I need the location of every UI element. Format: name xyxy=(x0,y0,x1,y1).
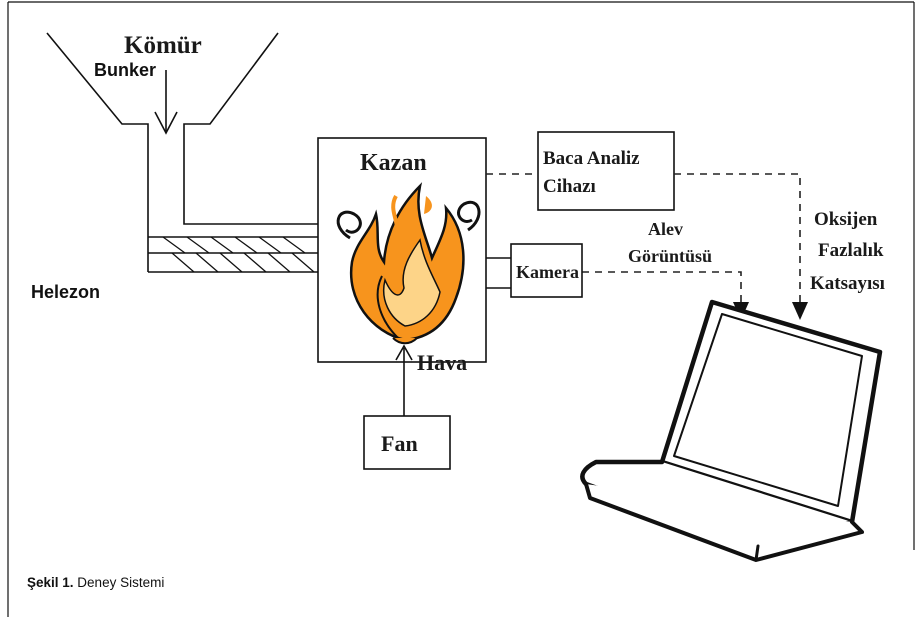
komur-label: Kömür xyxy=(124,32,202,59)
baca-analiz-box xyxy=(537,131,675,211)
kamera-connector xyxy=(486,257,511,289)
alev-label-line2: Görüntüsü xyxy=(628,246,712,266)
bunker-hopper xyxy=(46,32,318,237)
oksijen-label-line1: Oksijen xyxy=(814,209,878,230)
alev-label-line1: Alev xyxy=(648,219,683,239)
kamera-box xyxy=(510,243,583,298)
kazan-label: Kazan xyxy=(360,150,427,176)
baca-label-line1: Baca Analiz xyxy=(543,148,640,169)
oksijen-label-line3: Katsayısı xyxy=(810,273,885,294)
oksijen-arrowhead xyxy=(792,302,808,320)
baca-label-line2: Cihazı xyxy=(543,176,596,197)
hava-label: Hava xyxy=(417,350,467,375)
baca-laptop-dashed-link xyxy=(674,173,801,302)
kamera-label: Kamera xyxy=(516,262,579,282)
fan-box xyxy=(363,415,451,470)
air-arrow xyxy=(395,344,413,416)
figure-caption: Şekil 1. Deney Sistemi xyxy=(27,575,164,590)
oksijen-label-line2: Fazlalık xyxy=(818,240,884,261)
helezon-conveyor xyxy=(147,236,318,273)
kamera-laptop-dashed-link xyxy=(582,271,742,302)
figure-frame xyxy=(7,1,915,617)
caption-text: Deney Sistemi xyxy=(74,575,165,590)
caption-prefix: Şekil 1. xyxy=(27,575,74,590)
bunker-label: Bunker xyxy=(94,60,156,80)
laptop-icon xyxy=(580,299,883,562)
flame-icon xyxy=(336,182,481,345)
kazan-box xyxy=(317,137,487,363)
fan-label: Fan xyxy=(381,431,418,456)
helezon-threads xyxy=(162,236,315,273)
helezon-label: Helezon xyxy=(31,282,100,302)
